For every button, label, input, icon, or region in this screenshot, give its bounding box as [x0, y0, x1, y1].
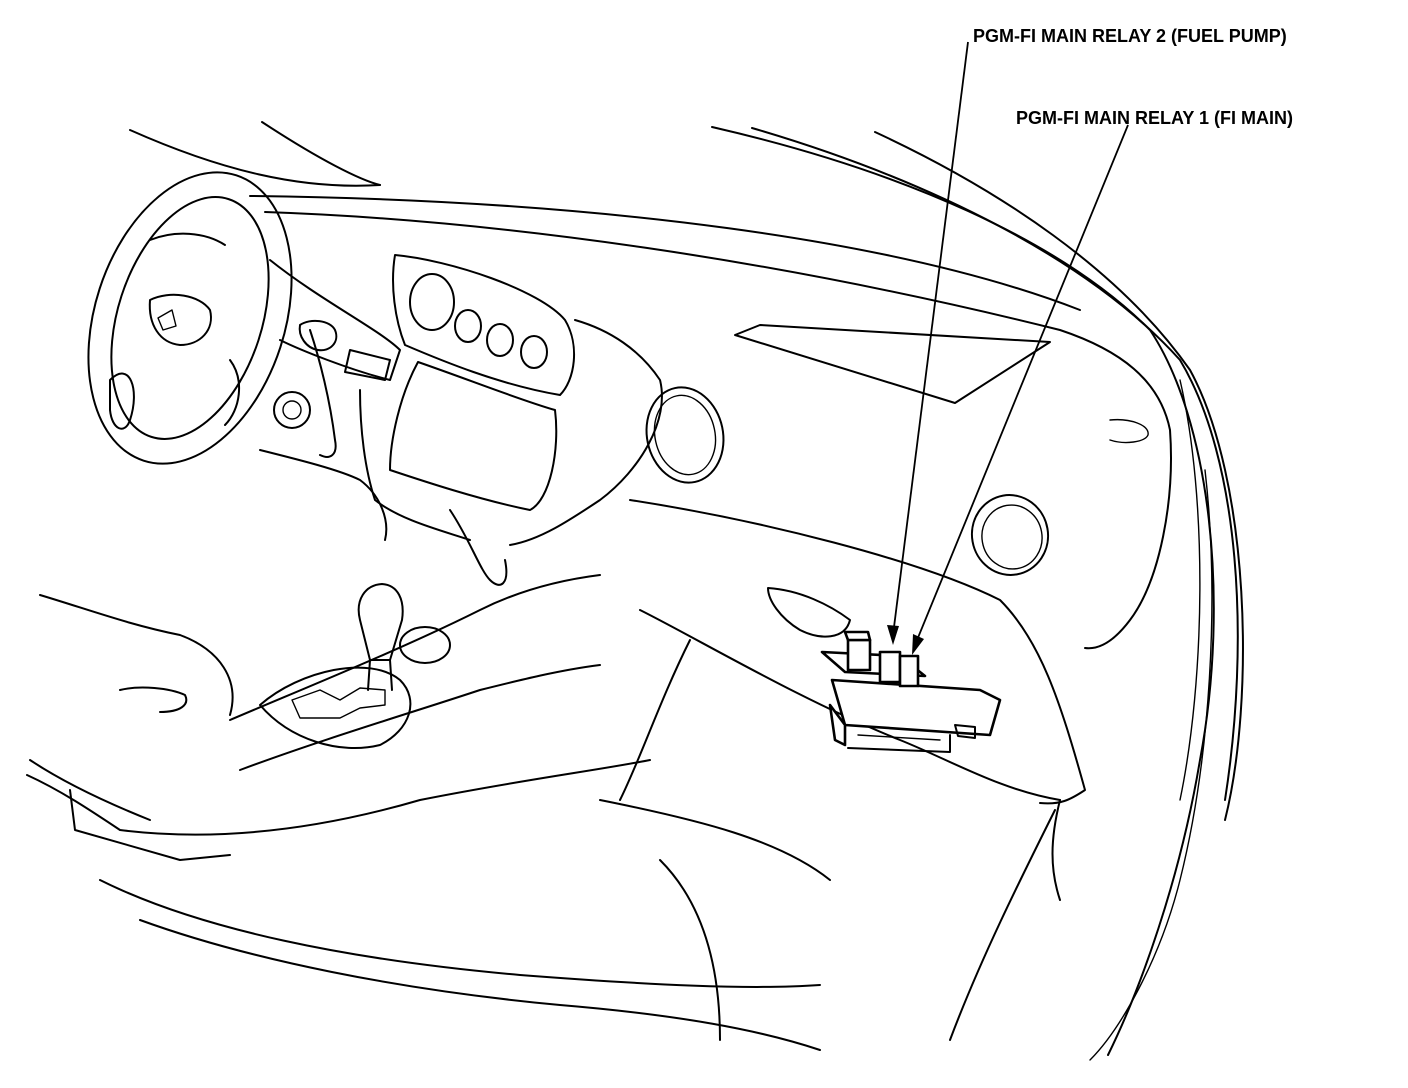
air-vents: [645, 386, 1050, 576]
callout-relay2-label: PGM-FI MAIN RELAY 2 (FUEL PUMP): [973, 26, 1287, 46]
callout-relay1: PGM-FI MAIN RELAY 1 (FI MAIN): [912, 108, 1293, 655]
callout-relay2: PGM-FI MAIN RELAY 2 (FUEL PUMP): [887, 26, 1287, 645]
steering-wheel: [87, 171, 293, 465]
relay-box: [820, 630, 1002, 753]
callout-relay1-label: PGM-FI MAIN RELAY 1 (FI MAIN): [1016, 108, 1293, 128]
gear-shifter: [229, 574, 601, 771]
relay-2-fi-main: [878, 650, 902, 684]
center-stack: [359, 319, 663, 586]
floor-and-seat: [26, 594, 831, 1051]
relay-1-fuel-pump: [846, 638, 872, 672]
lower-dash-panel: [619, 499, 1086, 1041]
dashboard-top: [264, 211, 1172, 650]
steering-column: [259, 259, 401, 541]
gauge-cluster: [392, 254, 576, 396]
windshield-pillar: [129, 121, 1244, 1061]
